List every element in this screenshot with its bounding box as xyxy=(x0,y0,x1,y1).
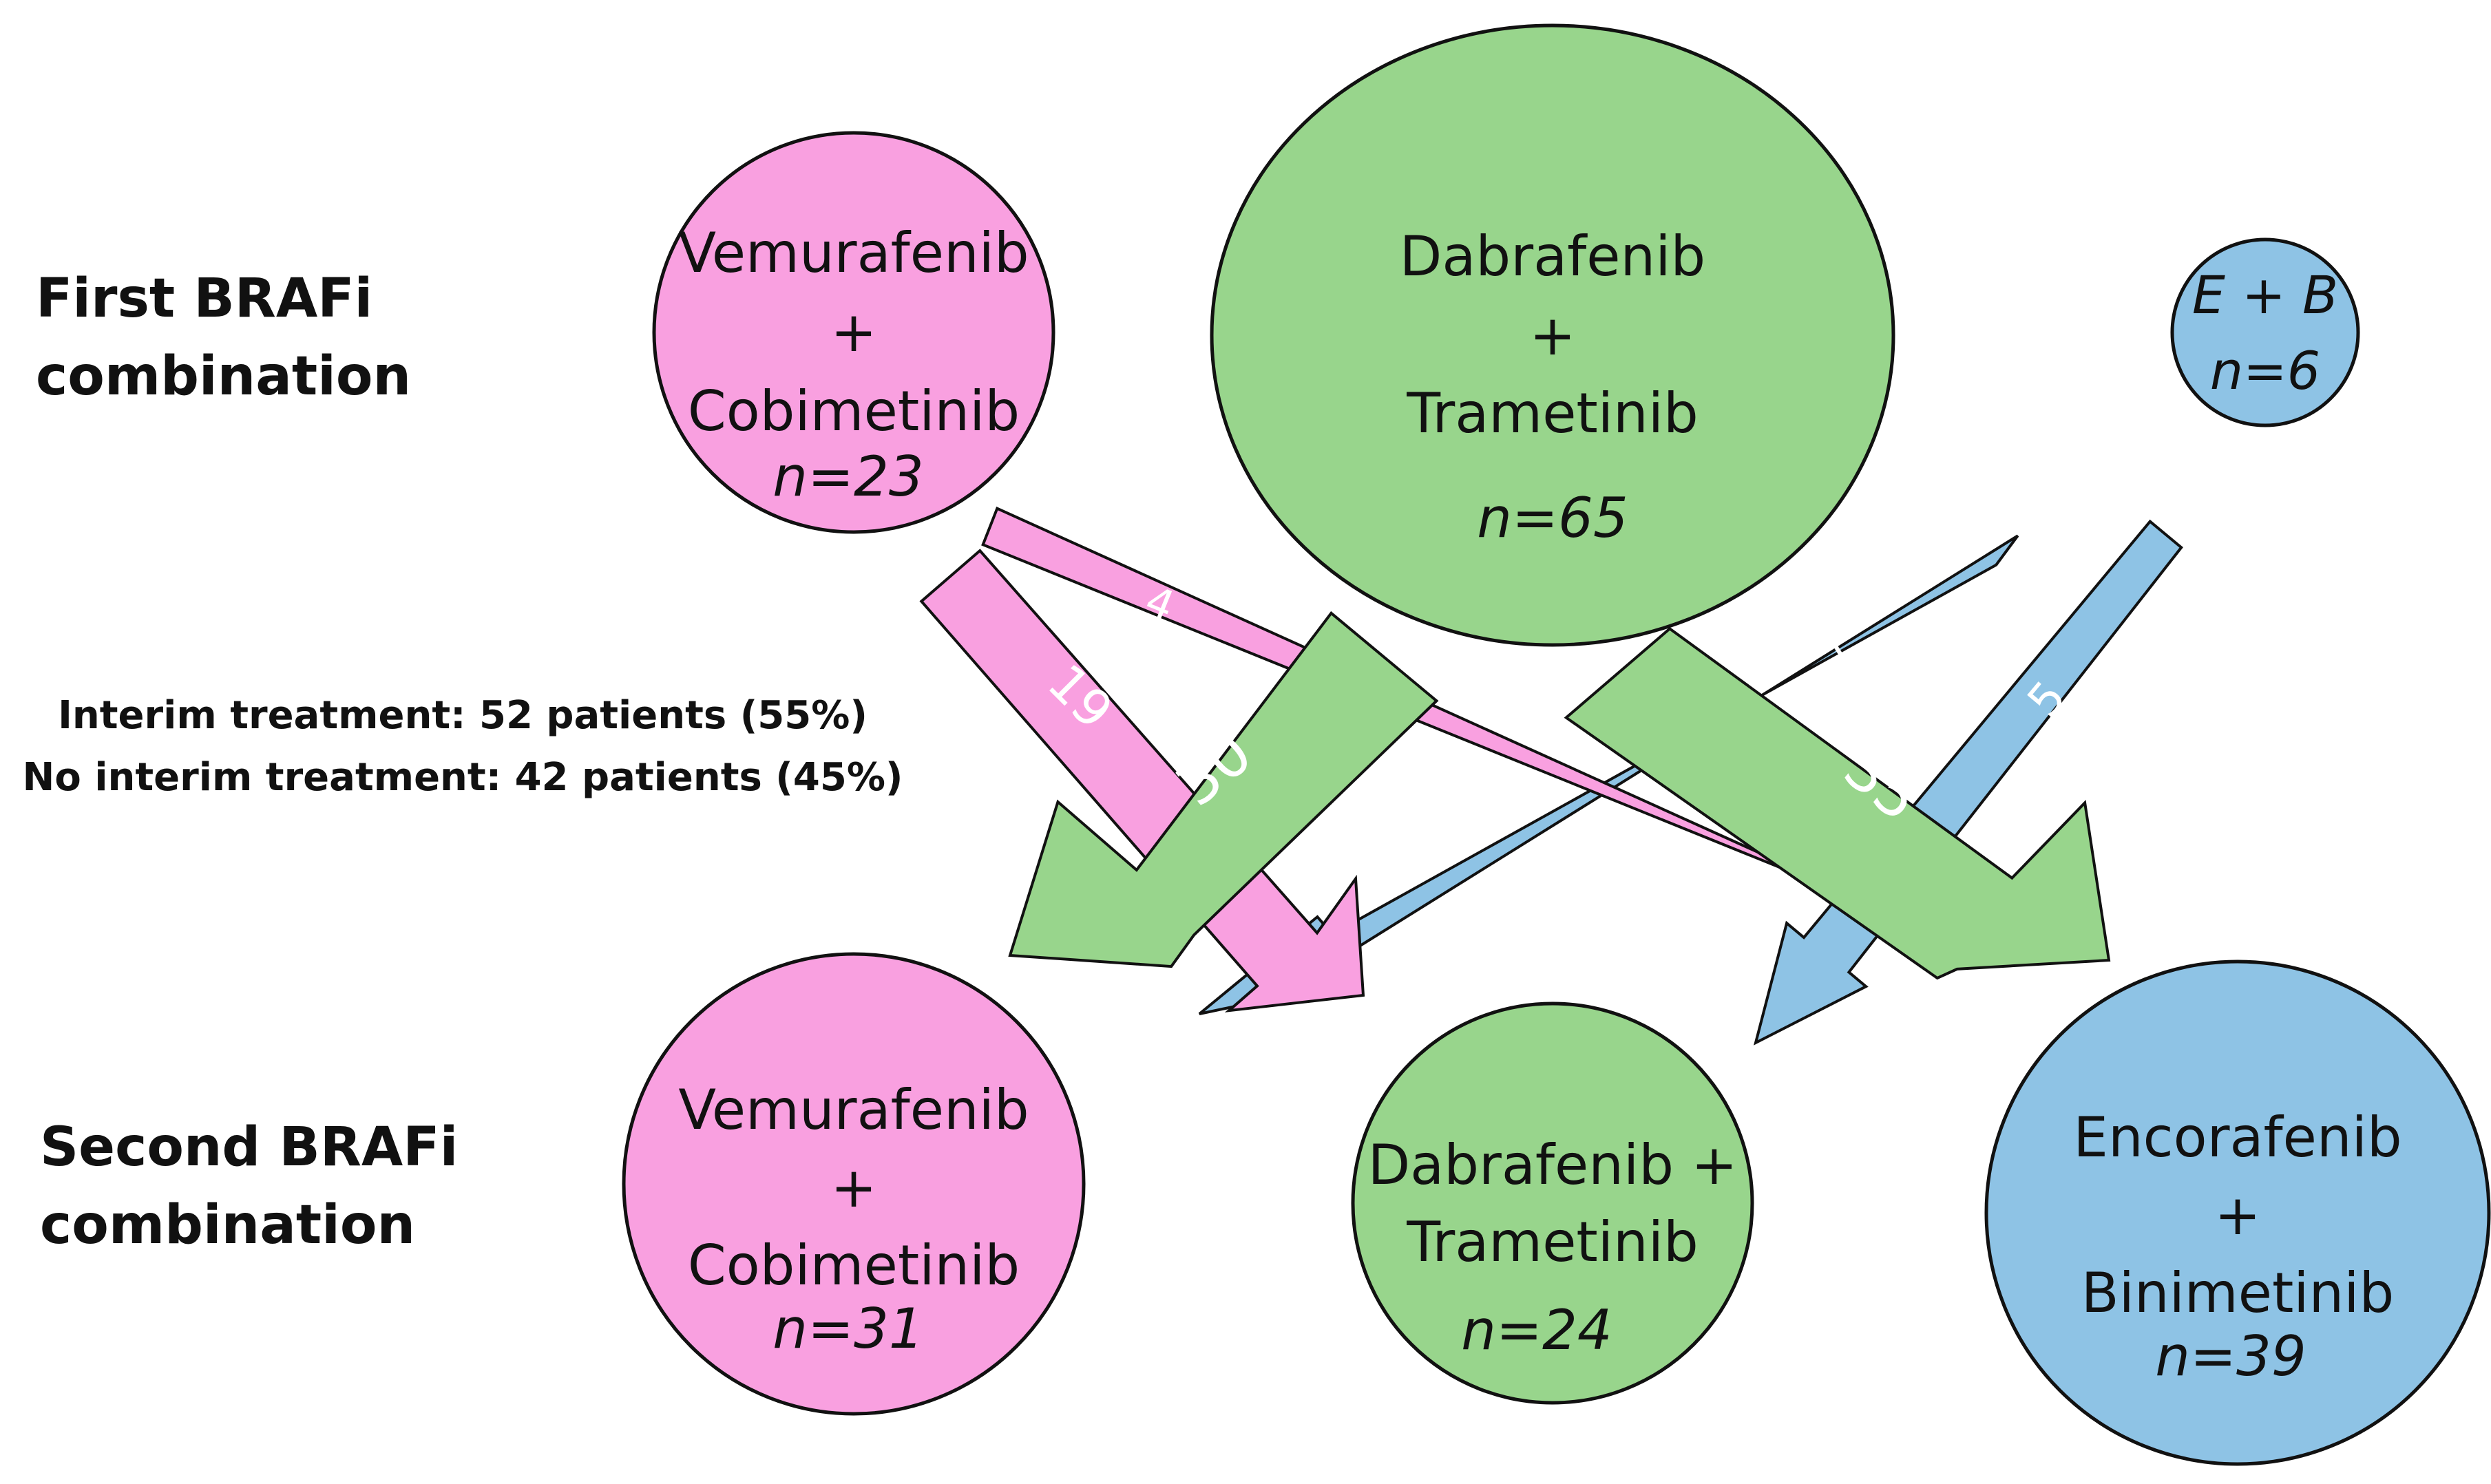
second-node-encorafenib-circle xyxy=(1984,960,2491,1466)
first-node-vemurafenib: Vemurafenib + Cobimetinib n=23 xyxy=(652,131,1055,534)
first-node-dabrafenib-n: n=65 xyxy=(1477,486,1628,550)
interim-treatment-text: Interim treatment: 52 patients (55%) xyxy=(58,693,868,738)
first-node-encorafenib: E + B n=6 xyxy=(2170,237,2360,427)
first-node-encorafenib-line1: E + B xyxy=(2192,264,2338,326)
first-node-dabrafenib-line3: Trametinib xyxy=(1406,381,1698,445)
first-node-dabrafenib-line2: + xyxy=(1529,304,1575,368)
second-node-encorafenib-line3: Binimetinib xyxy=(2081,1261,2395,1325)
first-node-encorafenib-n: n=6 xyxy=(2210,340,2320,401)
second-node-vemurafenib: Vemurafenib + Cobimetinib n=31 xyxy=(622,952,1086,1416)
second-node-dabrafenib: Dabrafenib + Trametinib n=24 xyxy=(1351,1001,1754,1405)
second-node-encorafenib: Encorafenib + Binimetinib n=39 xyxy=(1984,960,2491,1466)
second-node-encorafenib-n: n=39 xyxy=(2155,1324,2306,1388)
first-node-vemurafenib-line2: + xyxy=(830,300,876,364)
flow-arrow-vem-to-vem xyxy=(919,549,1365,1013)
no-interim-treatment-text: No interim treatment: 42 patients (45%) xyxy=(22,755,903,800)
first-node-dabrafenib: Dabrafenib + Trametinib n=65 xyxy=(1210,23,1895,647)
second-node-vemurafenib-line2: + xyxy=(830,1156,876,1220)
second-row-label-line1: Second BRAFi xyxy=(40,1116,458,1178)
second-node-dabrafenib-line1: Dabrafenib + xyxy=(1368,1133,1738,1197)
first-node-vemurafenib-line1: Vemurafenib xyxy=(678,221,1029,285)
second-node-vemurafenib-line1: Vemurafenib xyxy=(678,1078,1029,1142)
second-node-dabrafenib-line2: Trametinib xyxy=(1406,1210,1698,1274)
first-node-dabrafenib-ellipse xyxy=(1210,23,1895,647)
flow-arrow-dab-to-vem xyxy=(1008,611,1439,968)
flow-arrow-dab-to-enc xyxy=(1564,626,2111,980)
interim-summary: Interim treatment: 52 patients (55%) No … xyxy=(22,693,903,800)
flow-arrows: 19 4 30 35 1 5 xyxy=(919,507,2183,1046)
first-node-vemurafenib-circle xyxy=(652,131,1055,534)
first-node-vemurafenib-line3: Cobimetinib xyxy=(688,379,1020,443)
second-row-label: Second BRAFi combination xyxy=(40,1116,458,1256)
first-node-dabrafenib-line1: Dabrafenib xyxy=(1400,224,1705,288)
second-node-dabrafenib-n: n=24 xyxy=(1461,1298,1612,1362)
second-node-encorafenib-line2: + xyxy=(2214,1183,2260,1247)
first-node-encorafenib-circle xyxy=(2170,237,2360,427)
second-node-vemurafenib-circle xyxy=(622,952,1086,1416)
first-row-label: First BRAFi combination xyxy=(36,268,411,407)
first-node-vemurafenib-n: n=23 xyxy=(772,445,924,509)
second-node-vemurafenib-n: n=31 xyxy=(772,1297,924,1361)
flow-count-eb-to-vem: 1 xyxy=(1813,622,1862,679)
second-node-vemurafenib-line3: Cobimetinib xyxy=(688,1233,1020,1297)
second-node-encorafenib-line1: Encorafenib xyxy=(2073,1105,2401,1169)
second-node-dabrafenib-circle xyxy=(1351,1001,1754,1405)
first-row-label-line1: First BRAFi xyxy=(36,268,372,330)
first-row-label-line2: combination xyxy=(36,346,411,407)
second-row-label-line2: combination xyxy=(40,1194,415,1256)
